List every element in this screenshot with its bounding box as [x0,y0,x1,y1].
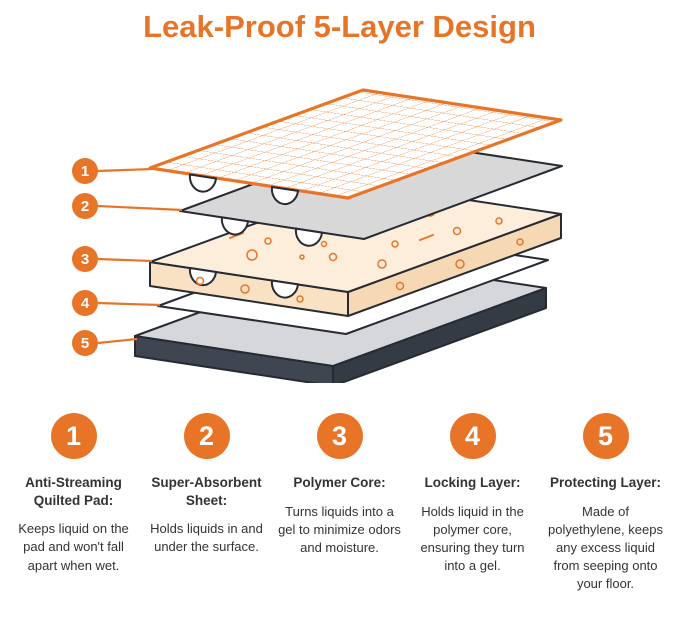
layer-card-2: 2 Super-Absorbent Sheet: Holds liquids i… [143,413,270,593]
callout-2: 2 [72,193,183,220]
mesh-layer [148,88,563,206]
layer-1-badge: 1 [50,413,97,460]
layer-4-badge: 4 [449,413,496,460]
callout-1: 1 [72,158,153,185]
layer-3-badge: 3 [316,413,363,460]
sheet-tab [294,227,324,247]
pad-tab [270,185,300,206]
layer-3-heading: Polymer Core: [293,475,386,491]
exploded-layers-svg: 1 2 3 4 5 [72,88,563,384]
pad-tab [188,173,218,193]
layer-2-heading: Super-Absorbent Sheet: [151,475,262,508]
callout-2-number: 2 [81,198,89,215]
callout-4: 4 [72,290,161,317]
layer-2-description: Holds liquids in and under the surface. [150,521,263,555]
layer-5-heading: Protecting Layer: [549,475,662,491]
layer-4-description: Holds liquid in the polymer core, ensuri… [420,503,525,574]
layer-3-description: Turns liquids into a gel to minimize odo… [278,503,401,556]
callout-3-number: 3 [81,251,89,268]
layer-card-4: 4 Locking Layer: Holds liquid in the pol… [409,413,536,593]
layer-5-description: Made of polyethylene, keeps any excess l… [548,503,663,592]
layer-diagram: 1 2 3 4 5 [0,48,679,384]
callout-4-number: 4 [81,295,90,312]
layer-card-1: 1 Anti-Streaming Quilted Pad: Keeps liqu… [10,413,137,593]
callout-3: 3 [72,246,153,273]
layer-descriptions: 1 Anti-Streaming Quilted Pad: Keeps liqu… [0,413,679,593]
layer-5-badge: 5 [582,413,629,460]
core-notch [270,279,300,299]
page-title: Leak-Proof 5-Layer Design [143,9,536,44]
layer-card-5: 5 Protecting Layer: Made of polyethylene… [542,413,669,593]
callout-5-number: 5 [81,335,89,352]
callout-5: 5 [72,330,138,357]
sheet-tab [220,216,250,236]
layer-1-heading: Anti-Streaming Quilted Pad: [25,475,122,508]
layer-1-description: Keeps liquid on the pad and won't fall a… [18,521,129,573]
callout-1-number: 1 [81,163,89,180]
layer-4-heading: Locking Layer: [424,475,521,491]
layer-card-3: 3 Polymer Core: Turns liquids into a gel… [276,413,403,593]
layer-2-badge: 2 [183,413,230,460]
